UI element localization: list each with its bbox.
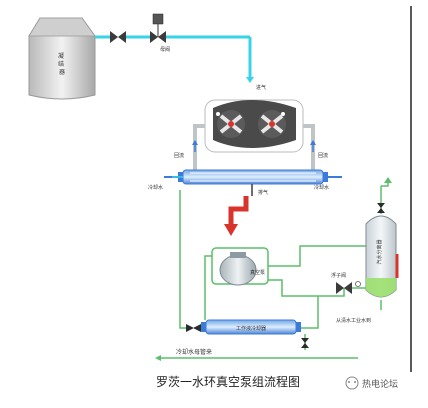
separator-vessel: 汽水分离器 [365,215,399,298]
return-arrowhead-left [192,140,198,145]
figure-title: 罗茨一水环真空泵组流程图 [156,374,300,389]
exhaust-label: 排气 [258,189,268,196]
coolant-left-label: 冷却水 [148,184,163,191]
watermark: 热电论坛 [345,376,398,390]
heat-exchanger-label: 工作液冷却器 [236,325,266,332]
inter-cooler [178,169,328,185]
float-valve: 浮子阀 [331,272,366,294]
separator-vent [377,177,392,214]
condenser-char-1: 凝 [58,52,64,60]
return-arrowhead-right [310,140,316,145]
actuated-valve: 母阀 [150,13,170,53]
separator-label: 汽水分离器 [376,239,383,264]
condenser-label: 凝 结 器 [58,52,66,76]
gate-valve [110,31,126,43]
vacuum-pump-label: 真空泵 [250,269,265,276]
float-valve-label: 浮子阀 [331,272,346,279]
return-pipes [193,124,315,170]
water-ring-pump: 真空泵 [211,247,269,286]
backflow-right-label: 回流 [318,152,328,159]
backflow-left-label: 回流 [174,152,184,159]
supply-note: 从清水工业水到 [336,317,371,324]
intake-arrow [246,77,254,83]
condenser-char-2: 结 [58,60,64,68]
suction-pipe [95,35,252,78]
cooling-pipe-label: 冷却水母管来 [176,348,212,356]
coolant-right-label: 冷却水 [314,184,329,191]
vacuum-pump-piping [204,245,372,297]
roots-pump [204,99,304,153]
exhaust-arrow [224,224,238,236]
watermark-text: 热电论坛 [362,378,398,390]
drain-valve [301,338,309,348]
condenser: 凝 结 器 [28,17,96,100]
cooling-main-arrow [155,355,161,361]
valve-tag: 母阀 [160,46,170,53]
condenser-char-3: 器 [59,69,65,76]
cooler-inlet-valve [186,324,201,332]
left-cooling-line [179,190,186,329]
exhaust-pipe [228,196,249,226]
cooler-outlet [301,296,319,350]
intake-label: 进气 [256,84,266,91]
working-fluid-cooler: 工作液冷却器 [201,288,301,335]
